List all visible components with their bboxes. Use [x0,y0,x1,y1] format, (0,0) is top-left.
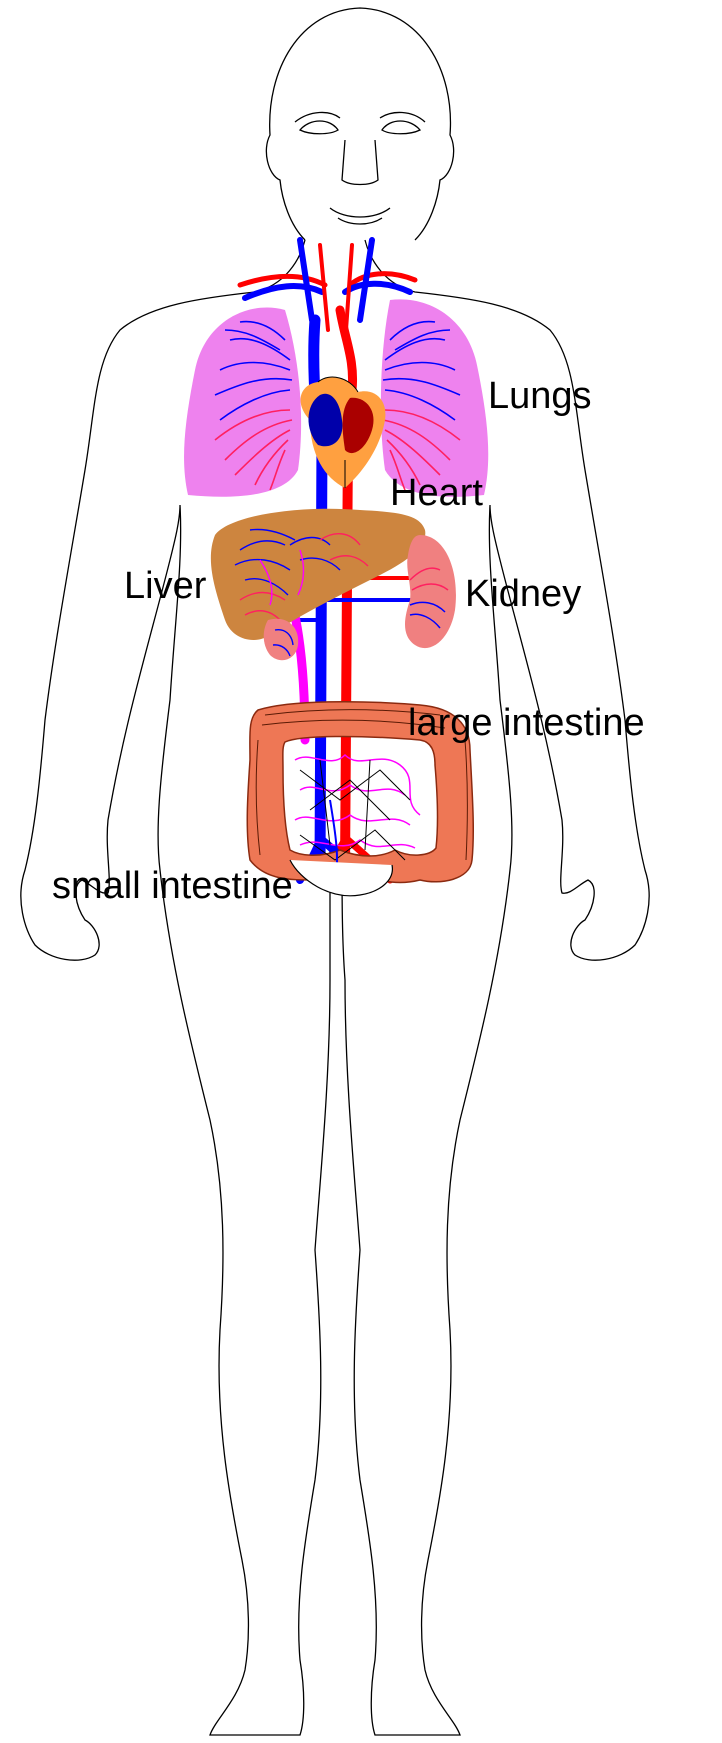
heart [301,377,386,488]
nose [342,140,378,185]
descending-aorta [345,440,348,870]
mouth [330,208,390,217]
label-kidney: Kidney [465,573,581,615]
right-eye [382,121,420,134]
label-heart: Heart [390,472,483,514]
inferior-vena-cava [320,440,322,870]
label-liver: Liver [124,565,207,607]
label-small-intestine: small intestine [52,865,293,907]
label-lungs: Lungs [488,375,592,417]
head-outline [266,8,453,240]
label-large-intestine: large intestine [408,702,645,744]
left-eye [300,121,338,134]
